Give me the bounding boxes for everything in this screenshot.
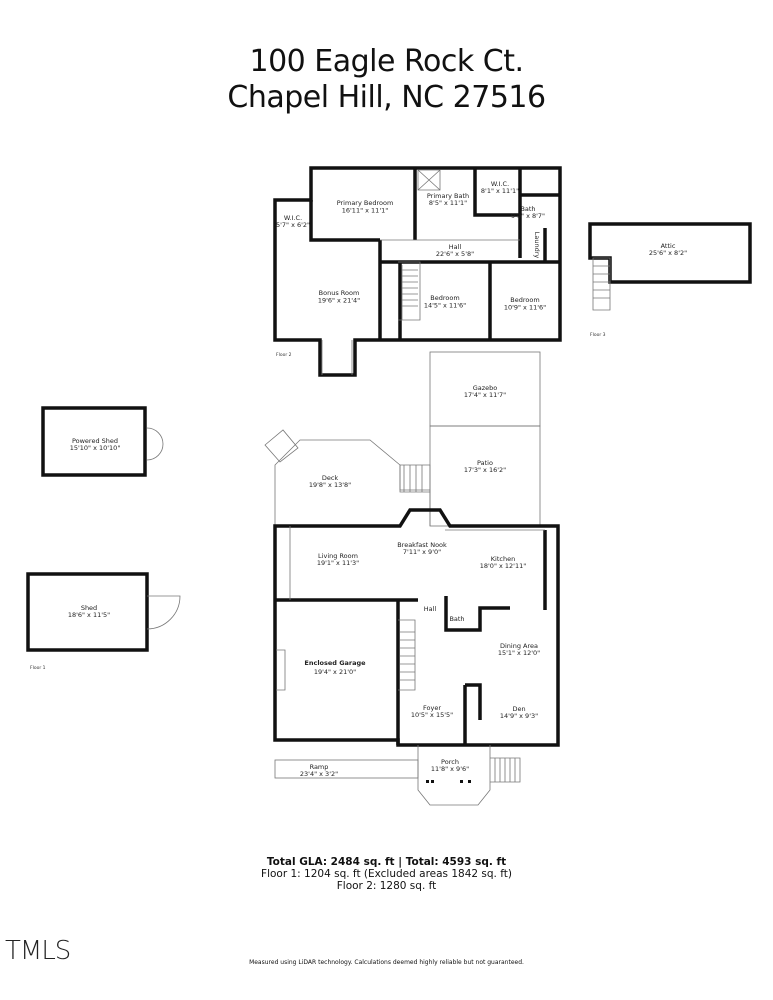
room-dims: 14'5" x 11'6" (424, 302, 466, 310)
room-dims: 25'6" x 8'2" (649, 249, 687, 257)
room-name: Den (512, 705, 525, 713)
floor-2-area: Floor 2: 1280 sq. ft (336, 880, 437, 892)
room-name: Bath (449, 615, 464, 623)
room-dims: 15'1" x 12'0" (498, 649, 540, 657)
room-name: Primary Bath (427, 192, 469, 200)
room-dims: 5'7" x 6'2" (276, 221, 310, 229)
room-dims: 8'5" x 11'1" (429, 199, 467, 207)
room-name: Shed (81, 604, 97, 612)
room-dims: 23'4" x 3'2" (300, 770, 338, 778)
address-line-2: Chapel Hill, NC 27516 (227, 80, 546, 115)
room-dims: 18'0" x 12'11" (480, 562, 526, 570)
room-name: Gazebo (473, 384, 498, 392)
disclaimer: Measured using LiDAR technology. Calcula… (249, 959, 524, 966)
room-name: Attic (661, 242, 676, 250)
room-name: Laundry (533, 232, 541, 259)
room-dims: 17'4" x 11'7" (464, 391, 506, 399)
room-dims: 17'3" x 16'2" (464, 466, 506, 474)
floor-label: Floor 2 (276, 352, 292, 358)
room-dims: 11'8" x 9'6" (431, 765, 469, 773)
room-name: Patio (477, 459, 493, 467)
room-dims: 19'1" x 11'3" (317, 559, 359, 567)
svg-text:W.I.C.5'7" x 6'2": W.I.C.5'7" x 6'2" (276, 214, 310, 229)
room-name: W.I.C. (284, 214, 302, 222)
room-dims: 18'6" x 11'5" (68, 611, 110, 619)
room-name: Enclosed Garage (304, 659, 366, 667)
floor-label: Floor 3 (590, 332, 606, 338)
room-name: Bedroom (510, 296, 539, 304)
room-name: Hall (449, 243, 462, 251)
room-name: Ramp (310, 763, 329, 771)
room-name: Foyer (423, 704, 441, 712)
room-dims: 10'9" x 11'6" (504, 304, 546, 312)
room-name: Bonus Room (319, 289, 360, 297)
room-dims: 7'11" x 9'0" (403, 548, 441, 556)
room-dims: 22'6" x 5'8" (436, 250, 474, 258)
room-dims: 15'10" x 10'10" (70, 444, 121, 452)
total-area: Total GLA: 2484 sq. ft | Total: 4593 sq.… (266, 856, 507, 868)
room-name: W.I.C. (491, 180, 509, 188)
floor-label: Floor 1 (30, 665, 46, 671)
room-dims: 19'6" x 21'4" (318, 297, 360, 305)
room-name: Porch (441, 758, 459, 766)
room-name: Breakfast Nook (397, 541, 447, 549)
room-name: Living Room (318, 552, 358, 560)
room-name: Deck (322, 474, 339, 482)
room-dims: 14'9" x 9'3" (500, 712, 538, 720)
room-name: Powered Shed (72, 437, 118, 445)
room-dims: 16'11" x 11'1" (342, 207, 388, 215)
room-dims: 19'8" x 13'8" (309, 481, 351, 489)
room-name: Bedroom (430, 294, 459, 302)
room-name: Dining Area (500, 642, 538, 650)
room-dims: 8'1" x 11'1" (481, 187, 519, 195)
room-dims: 9'9" x 8'7" (511, 212, 545, 220)
room-name: Kitchen (491, 555, 515, 563)
room-dims: 19'4" x 21'0" (314, 668, 356, 676)
room-name: Primary Bedroom (337, 199, 394, 207)
room-dims: 10'5" x 15'5" (411, 711, 453, 719)
room-name: Bath (520, 205, 535, 213)
room-name: Hall (424, 605, 437, 613)
floor-1-area: Floor 1: 1204 sq. ft (Excluded areas 184… (261, 868, 512, 880)
address-line-1: 100 Eagle Rock Ct. (249, 44, 524, 79)
mls-logo: TMLS (5, 936, 71, 966)
svg-text:W.I.C.8'1" x 11'1": W.I.C.8'1" x 11'1" (481, 180, 519, 195)
